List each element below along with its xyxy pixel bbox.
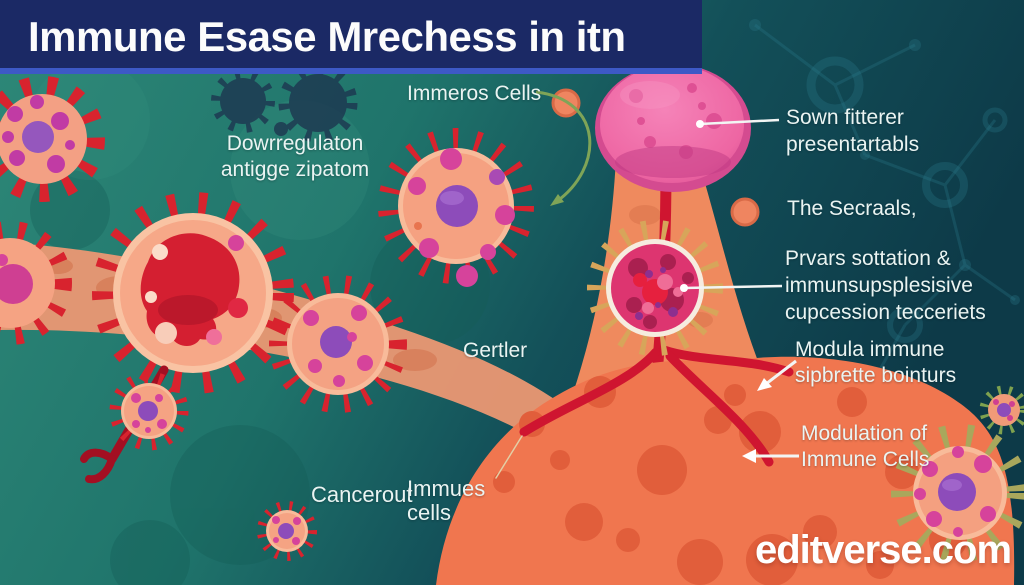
title-banner (0, 0, 702, 68)
watermark: editverse.com (755, 528, 1012, 572)
midleft-cell-illustration (269, 275, 407, 413)
label-downregulation-line2: antigge zipatom (220, 158, 370, 181)
pink-tumor-sphere-illustration (595, 64, 751, 192)
label-immunosuppression-line1: Prvars sottation & (785, 247, 951, 270)
blood-vessels-illustration (495, 345, 794, 479)
label-immunosuppression-line2: immunsupsplesisive (785, 274, 973, 297)
label-modulate-immune-line1: Modula immune (795, 338, 945, 361)
label-cancerout: Cancerout (311, 482, 413, 507)
label-antigen-presentation-line1: Sown fitterer (786, 106, 904, 129)
label-gertler: Gertler (463, 339, 528, 362)
white-arrow-icons (742, 359, 799, 463)
label-antigen-presentation-line2: presentartabls (786, 133, 920, 156)
label-immeros-cells: Immeros Cells (407, 82, 542, 105)
label-immues-cells-line2: cells (407, 500, 452, 525)
molecule-pattern (749, 19, 1020, 410)
label-immunosuppression-line3: cupcession tecceriets (785, 301, 986, 324)
center-immune-cell-illustration (378, 128, 534, 287)
label-modulation-line2: Immune Cells (801, 448, 930, 471)
label-downregulation-line1: Dowrregulaton (226, 132, 364, 155)
label-immues-cells: Immues cells (407, 477, 485, 525)
label-immunosuppression: Prvars sottation & immunsupsplesisive cu… (785, 245, 986, 326)
tiny-right-cell-illustration (979, 385, 1024, 435)
label-secretion-intro: The Secraals, (787, 197, 917, 220)
large-cancer-cell-illustration (92, 192, 294, 394)
title-banner-strip (0, 68, 702, 74)
right-olive-cell-illustration (891, 424, 1024, 562)
label-modulation-of-immune-cells: Modulation of Immune Cells (801, 421, 929, 473)
label-modulate-immune: Modula immune sipbrette bointurs (795, 337, 956, 389)
virus-silhouette-icons (211, 63, 358, 143)
label-modulation-line1: Modulation of (801, 422, 928, 445)
green-arrow-icon (535, 90, 592, 206)
label-immues-cells-line1: Immues (407, 476, 486, 501)
label-antigen-presentation: Sown fitterer presentartabls (786, 104, 919, 158)
antibody-cell-illustration (80, 365, 189, 484)
label-downregulation: Dowrregulaton antigge zipatom (183, 131, 407, 183)
page-title: Immune Esase Mrechess in itn (28, 13, 626, 60)
tiny-cell-illustration (257, 501, 317, 561)
label-modulate-immune-line2: sipbrette bointurs (795, 364, 957, 387)
edge-cell-illustration (0, 221, 72, 345)
topleft-virus-illustration (0, 76, 105, 202)
callout-lines (680, 118, 783, 292)
